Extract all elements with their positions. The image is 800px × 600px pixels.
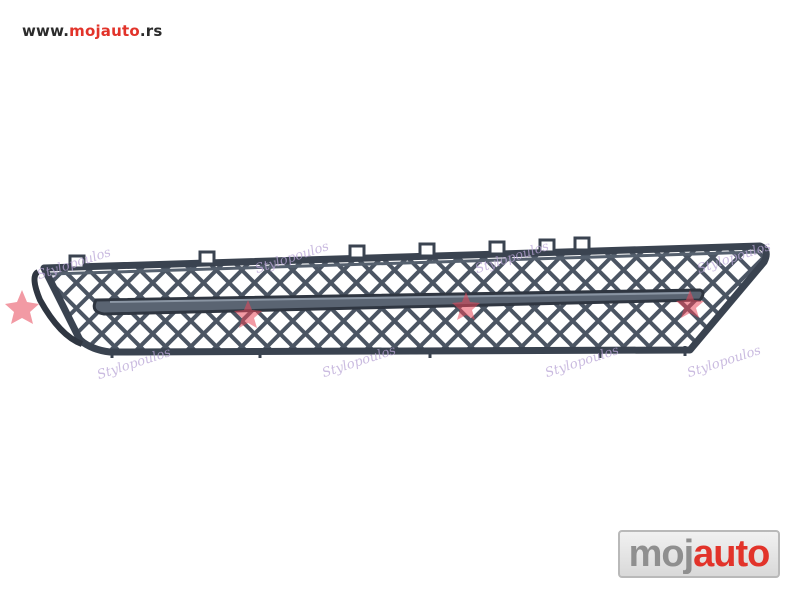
url-brand: mojauto <box>69 22 140 40</box>
grille-frame <box>40 242 770 356</box>
bumper-grille <box>5 236 770 358</box>
site-url: www.mojauto.rs <box>22 22 163 40</box>
watermark-emblems <box>5 290 704 328</box>
url-suffix: .rs <box>139 22 163 40</box>
logo-text-auto: auto <box>693 533 770 575</box>
grille-bottom-clips <box>110 346 687 358</box>
url-prefix: www. <box>22 22 70 40</box>
logo-text-moj: moj <box>628 533 695 575</box>
grille-mounting-tabs <box>68 236 591 270</box>
